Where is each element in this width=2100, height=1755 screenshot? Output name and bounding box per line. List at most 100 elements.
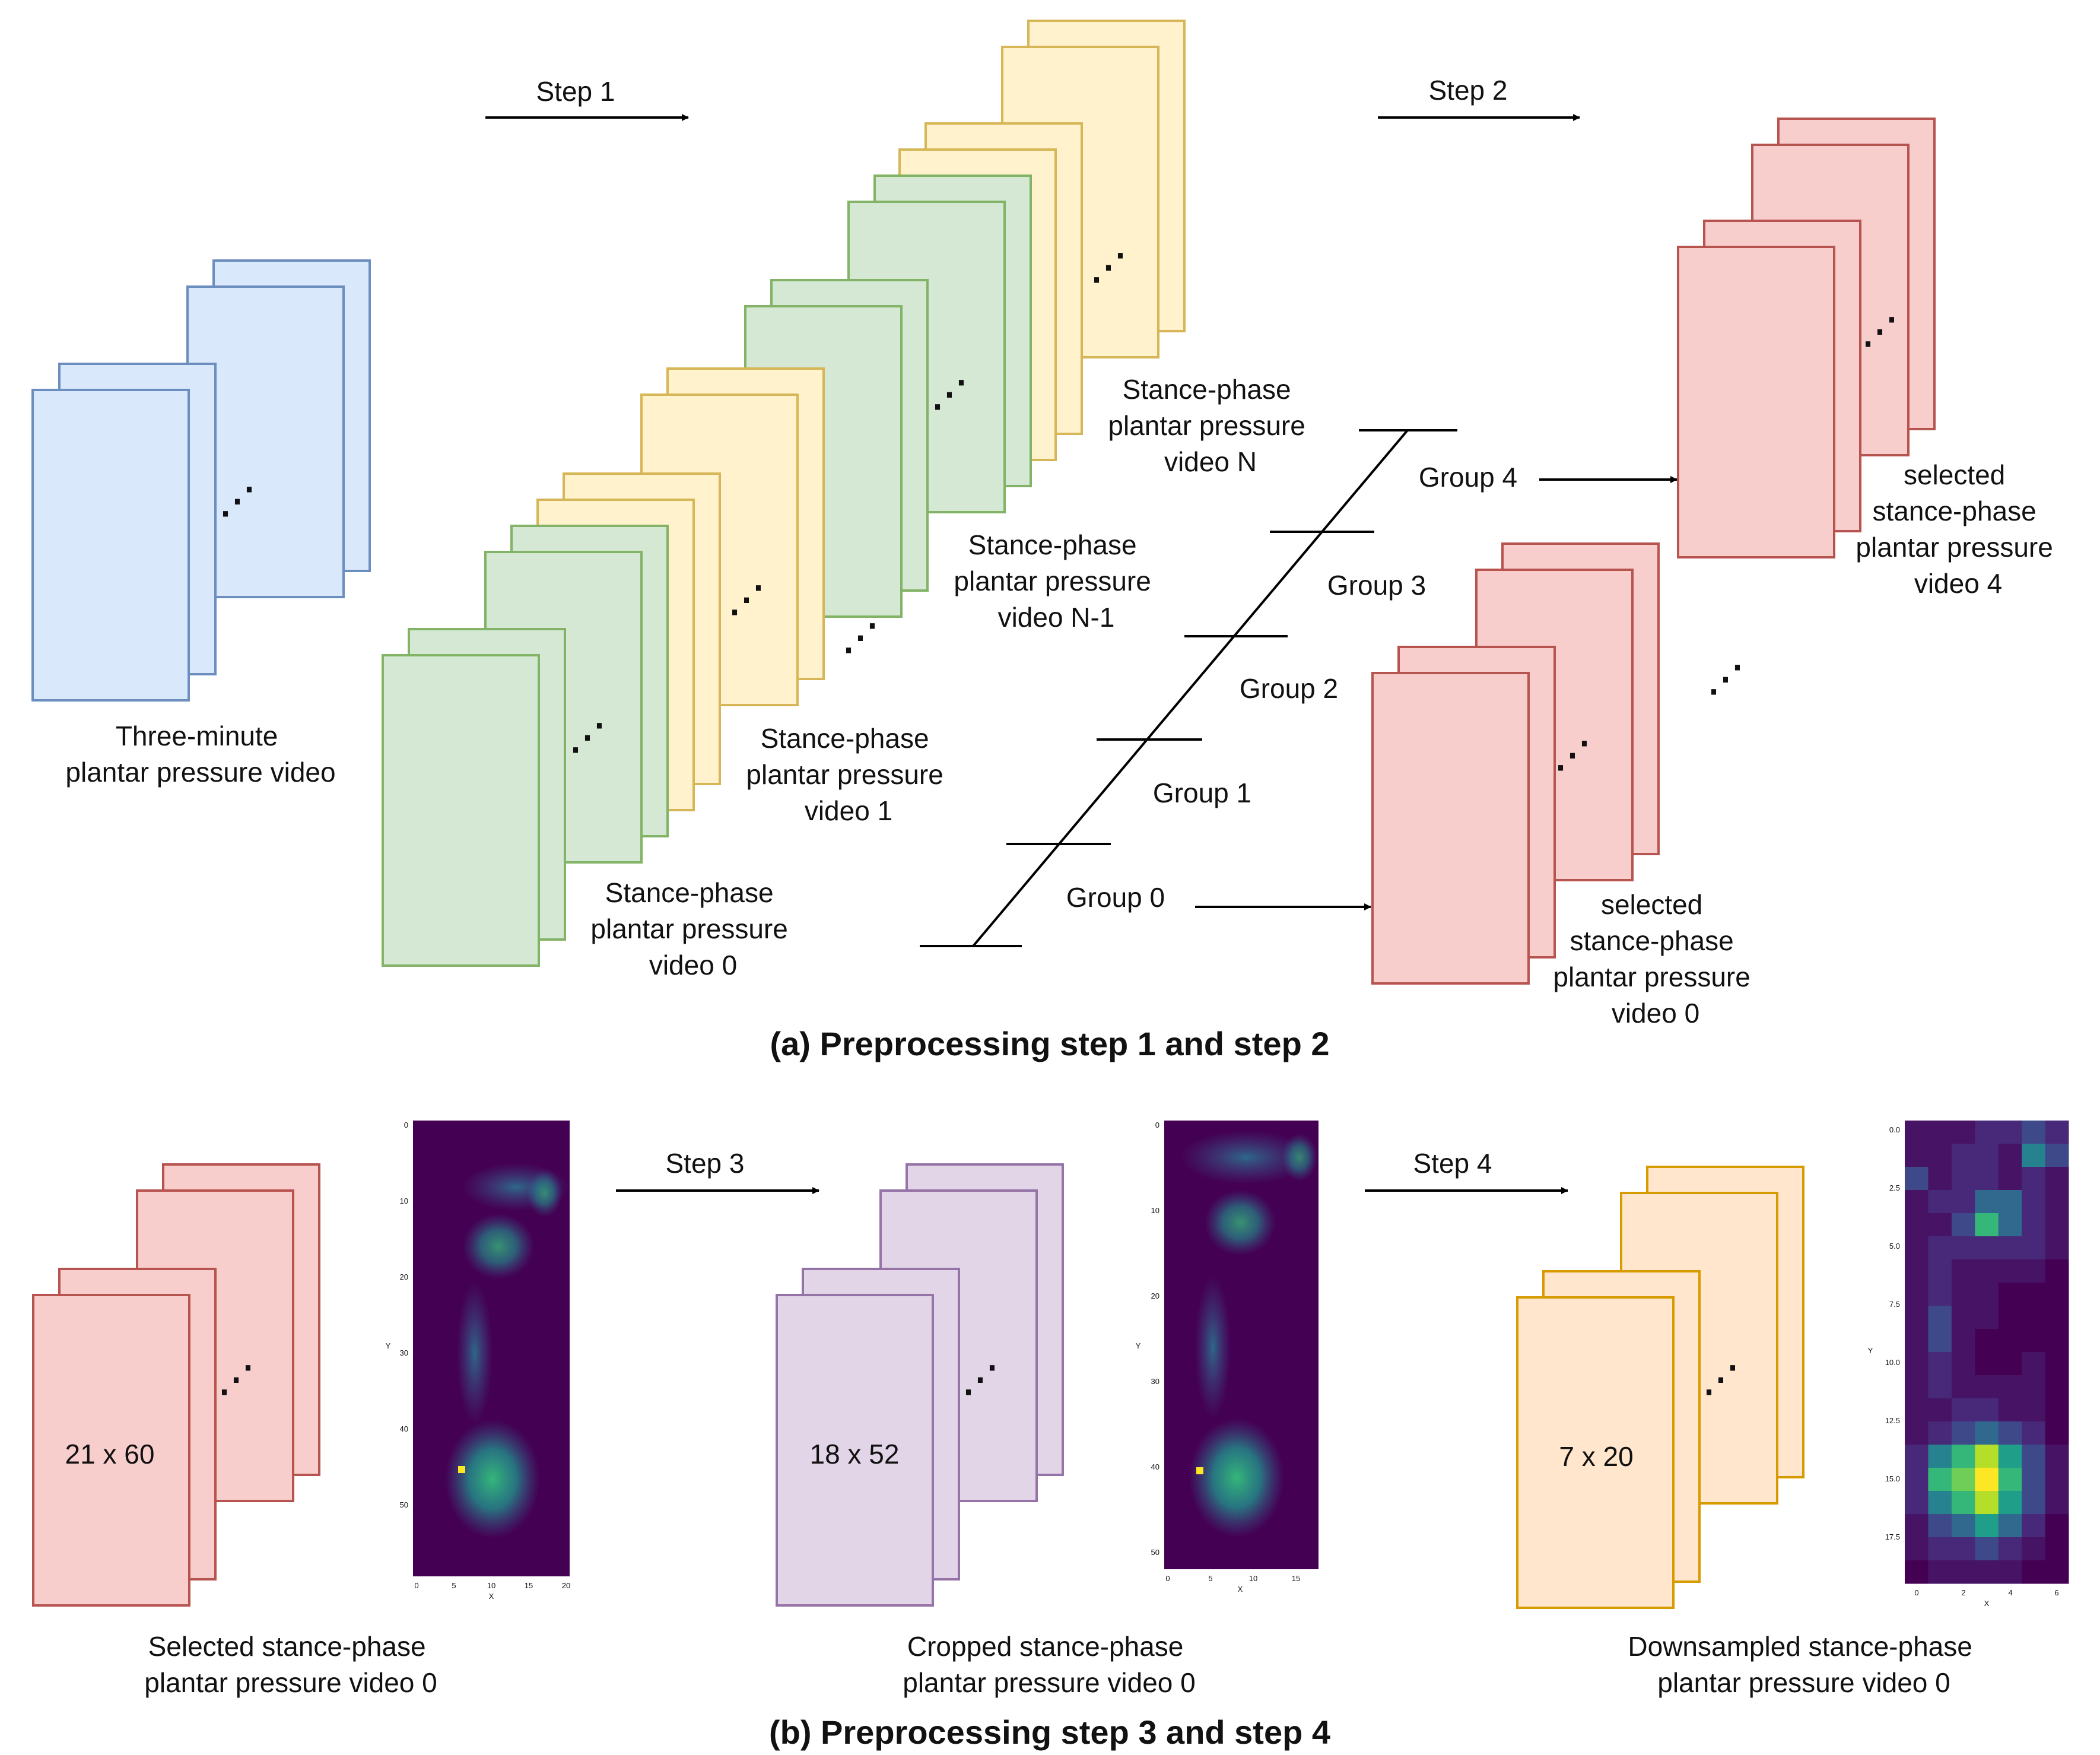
ellipsis-icon: ⋰ [843,617,878,657]
heatmap-cell [2022,1375,2045,1399]
heatmap-cell [1975,1537,1999,1561]
x-tick: 0 [414,1581,418,1590]
ellipsis-icon: ⋰ [1703,1359,1739,1399]
heatmap-cell [1975,1329,1999,1353]
cropped-stance-label: Cropped stance-phase plantar pressure vi… [903,1631,1196,1698]
heatmap-cell [1975,1213,1999,1237]
heatmap-cell [2045,1190,2069,1214]
size-18x52: 18 x 52 [810,1439,900,1470]
heatmap-cell [2022,1560,2045,1584]
caption-a: (a) Preprocessing step 1 and step 2 [770,1025,1330,1062]
axis-label-y: Y [1868,1346,1873,1355]
heatmap-cell [1998,1445,2022,1468]
axis-label-y: Y [386,1341,391,1350]
axis-label-x: X [489,1592,494,1601]
x-tick: 10 [487,1581,495,1590]
heatmap-cell [2045,1259,2069,1283]
heatmap-cell [2022,1421,2045,1445]
heatmap-cell [2022,1514,2045,1538]
group-3-label: Group 3 [1327,570,1426,601]
heatmap-cell [1928,1537,1952,1561]
heatmap-cell [2022,1259,2045,1283]
heatmap-cell [1951,1537,1975,1561]
heatmap-cell [1928,1213,1952,1237]
y-tick: 30 [400,1348,408,1357]
selected-video-4-stack [1677,118,1936,558]
heatmap-cell [2022,1283,2045,1306]
heatmap-cell [1951,1306,1975,1329]
heatmap-cell [2022,1236,2045,1260]
heatmap-cell [2022,1329,2045,1353]
heatmap-cell [1905,1398,1929,1422]
heatmap-cell [1951,1144,1975,1167]
x-tick: 15 [525,1581,533,1590]
heatmap-cell [1928,1352,1952,1376]
y-tick: 10 [1151,1206,1159,1215]
heatmap-cell [2022,1144,2045,1167]
heatmap-cell [1998,1283,2022,1306]
heatmap-cell [1905,1491,1929,1515]
x-tick: 4 [2008,1588,2012,1597]
heatmap-cell [1951,1375,1975,1399]
heatmap-cell [1951,1560,1975,1584]
heatmap-cell [1975,1283,1999,1306]
heatmap-cell [1905,1560,1929,1584]
heatmap-cell [1905,1421,1929,1445]
heatmap-cell [1905,1213,1929,1237]
heatmap-cell [1951,1329,1975,1353]
heatmap-cell [1975,1375,1999,1399]
selected-stack [32,1163,320,1607]
ellipsis-icon: ⋰ [932,374,967,414]
axis-label-y: Y [1136,1341,1141,1350]
heatmap-cell [1905,1144,1929,1167]
heatmap-cell [1951,1421,1975,1445]
heatmap-cell [1998,1560,2022,1584]
heatmap-cell [2045,1375,2069,1399]
selected-video-0-label: selected stance-phase plantar pressure v… [1553,889,1758,1029]
heatmap-cell [1951,1190,1975,1214]
heatmap-cell [1998,1398,2022,1422]
ellipsis-icon: ⋰ [1555,735,1590,775]
size-7x20: 7 x 20 [1559,1441,1633,1472]
y-tick: 5.0 [1889,1242,1900,1251]
heatmap-downsampled: X Y 0 2 4 6 0.0 2.5 5.0 7.5 10.0 12.5 15… [1868,1121,2069,1608]
heatmap-cell [2045,1468,2069,1491]
heatmap-cell [1998,1121,2022,1144]
heatmap-cell [2045,1283,2069,1306]
heatmap-cell [1928,1560,1952,1584]
ellipsis-icon: ⋰ [1862,311,1898,351]
selected-video-4-label: selected stance-phase plantar pressure v… [1856,459,2060,599]
heatmap-cell [1998,1329,2022,1353]
caption-b: (b) Preprocessing step 3 and step 4 [769,1713,1330,1751]
x-tick: 5 [1208,1574,1212,1583]
heatmap-cell [1905,1306,1929,1329]
heatmap-cell [1905,1375,1929,1399]
y-tick: 30 [1151,1377,1159,1386]
heatmap-cell [1905,1445,1929,1468]
heatmap-cell [1928,1236,1952,1260]
heatmap-cell [1928,1421,1952,1445]
heatmap-cell [1998,1306,2022,1329]
heatmap-cell [1928,1306,1952,1329]
heatmap-cell [1951,1236,1975,1260]
heatmap-cell [1975,1398,1999,1422]
step4-label: Step 4 [1413,1148,1492,1179]
grouping-staircase [920,429,1457,947]
heatmap-cell [1998,1537,2022,1561]
heatmap-cell [1951,1352,1975,1376]
heatmap-cell [1975,1445,1999,1468]
group-0-label: Group 0 [1066,882,1165,913]
x-tick: 5 [452,1581,456,1590]
ellipsis-icon: ⋰ [218,1359,254,1399]
heatmap-cell [1951,1259,1975,1283]
heatmap-cell [1998,1236,2022,1260]
size-21x60: 21 x 60 [65,1439,155,1470]
heatmap-cell [1951,1213,1975,1237]
heatmap-cell [2045,1213,2069,1237]
heatmap-cell [1998,1514,2022,1538]
x-tick: 0 [1914,1588,1918,1597]
y-tick: 0 [1155,1121,1159,1129]
heatmap-cell [2022,1491,2045,1515]
heatmap-cell [2045,1421,2069,1445]
group-4-label: Group 4 [1419,462,1517,493]
